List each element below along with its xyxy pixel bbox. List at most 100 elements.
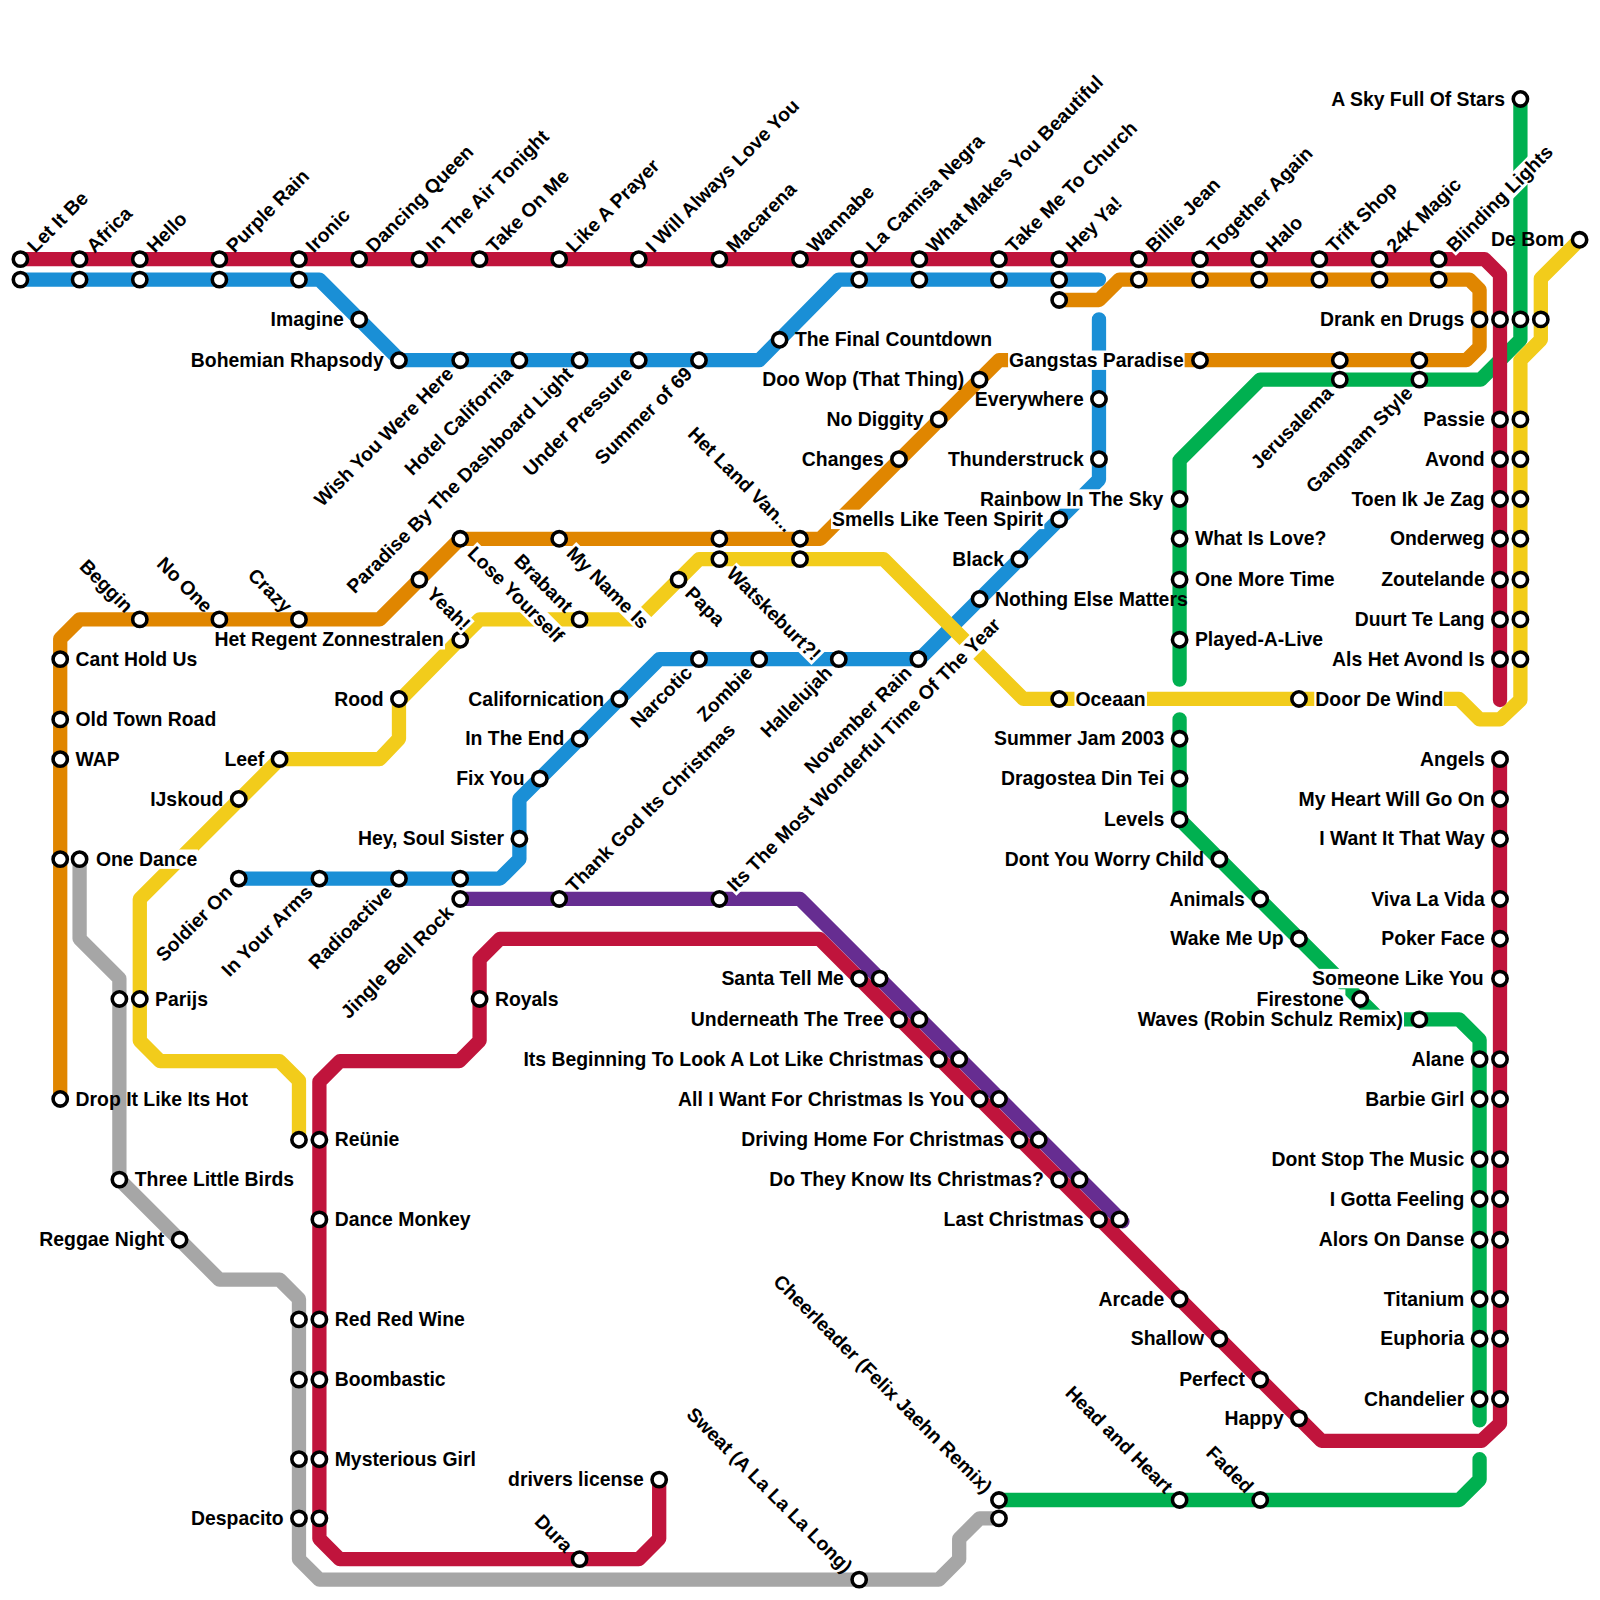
station <box>272 752 286 766</box>
station <box>1513 532 1527 546</box>
station <box>1493 652 1507 666</box>
red-line <box>20 259 1500 700</box>
station <box>1472 1052 1486 1066</box>
station-label: Everywhere <box>975 389 1084 408</box>
station <box>572 353 586 367</box>
station <box>992 272 1006 286</box>
station-label: Waves (Robin Schulz Remix) <box>1137 1010 1404 1029</box>
station <box>1112 1212 1126 1226</box>
station <box>412 252 426 266</box>
station-label: Parijs <box>155 989 208 1008</box>
station <box>1172 532 1186 546</box>
station-label: Faded <box>1203 1443 1257 1497</box>
station <box>312 1212 326 1226</box>
station-label: Narcotic <box>627 663 696 732</box>
station-label: In The End <box>465 729 564 748</box>
station <box>292 272 306 286</box>
station-label: Barbie Girl <box>1365 1089 1464 1108</box>
station-label: Its The Most Wonderful Time Of The Year <box>723 614 1005 896</box>
station <box>1493 971 1507 985</box>
station <box>1472 1292 1486 1306</box>
station-label: Fix You <box>456 769 524 788</box>
green-line <box>1180 719 1480 1420</box>
station <box>912 252 926 266</box>
station <box>932 1052 946 1066</box>
station <box>772 333 786 347</box>
station <box>392 353 406 367</box>
station <box>292 1133 306 1147</box>
station-label: One Dance <box>95 849 198 868</box>
station-label: Cant Hold Us <box>76 649 198 668</box>
station <box>793 552 807 566</box>
yellow-line <box>140 240 1580 1140</box>
station <box>1372 252 1386 266</box>
station <box>1493 1092 1507 1106</box>
station <box>472 252 486 266</box>
station <box>1172 572 1186 586</box>
station-label: Zoutelande <box>1381 570 1484 589</box>
station <box>1092 392 1106 406</box>
station <box>1092 452 1106 466</box>
station <box>692 652 706 666</box>
station-label: Toen Ik Je Zag <box>1351 489 1484 508</box>
station <box>992 1493 1006 1507</box>
station <box>352 312 366 326</box>
station <box>1513 572 1527 586</box>
station <box>1493 792 1507 806</box>
station <box>652 1472 666 1486</box>
station <box>453 871 467 885</box>
station-label: IJskoud <box>150 789 223 808</box>
station-label: Perfect <box>1179 1370 1245 1389</box>
station-label: Smells Like Teen Spirit <box>831 510 1044 529</box>
station-label: Cheerleader (Felix Jaehn Remix) <box>770 1271 996 1497</box>
station <box>1333 353 1347 367</box>
station <box>172 1233 186 1247</box>
station <box>1493 752 1507 766</box>
station <box>1432 252 1446 266</box>
station <box>552 532 566 546</box>
station <box>53 652 67 666</box>
station <box>1353 992 1367 1006</box>
station-label: Reggae Night <box>39 1230 164 1249</box>
station <box>133 272 147 286</box>
station <box>1092 1212 1106 1226</box>
station-label: Dance Monkey <box>335 1210 471 1229</box>
station <box>1493 892 1507 906</box>
station-label: Passie <box>1423 410 1484 429</box>
station-label: Oceaan <box>1074 689 1146 708</box>
station-label: Let It Be <box>24 188 92 256</box>
station <box>1132 252 1146 266</box>
station <box>133 992 147 1006</box>
station-label: Thunderstruck <box>948 449 1084 468</box>
station <box>292 252 306 266</box>
station-label: Macarena <box>723 179 800 256</box>
station <box>712 532 726 546</box>
station <box>1312 252 1326 266</box>
station-label: No Diggity <box>827 410 924 429</box>
station <box>1172 1493 1186 1507</box>
station-label: A Sky Full Of Stars <box>1331 89 1505 108</box>
station-label: Halo <box>1263 212 1306 255</box>
station-label: Gangstas Paradise <box>1008 351 1185 370</box>
station-label: Alors On Danse <box>1319 1230 1464 1249</box>
station-label: Watskeburt?! <box>723 563 825 665</box>
station-label: Africa <box>83 203 136 256</box>
station <box>1052 272 1066 286</box>
station-label: Duurt Te Lang <box>1355 610 1485 629</box>
station <box>533 771 547 785</box>
station <box>1493 312 1507 326</box>
station <box>1472 1192 1486 1206</box>
station-label: Het Land Van... <box>685 423 797 535</box>
station <box>512 353 526 367</box>
station <box>1493 1233 1507 1247</box>
station-label: Changes <box>802 449 884 468</box>
station <box>1172 1292 1186 1306</box>
station <box>292 1452 306 1466</box>
station <box>1513 92 1527 106</box>
station-label: Viva La Vida <box>1371 889 1485 908</box>
station-label: La Camisa Negra <box>863 131 988 256</box>
station <box>292 1312 306 1326</box>
station <box>552 892 566 906</box>
station <box>292 612 306 626</box>
